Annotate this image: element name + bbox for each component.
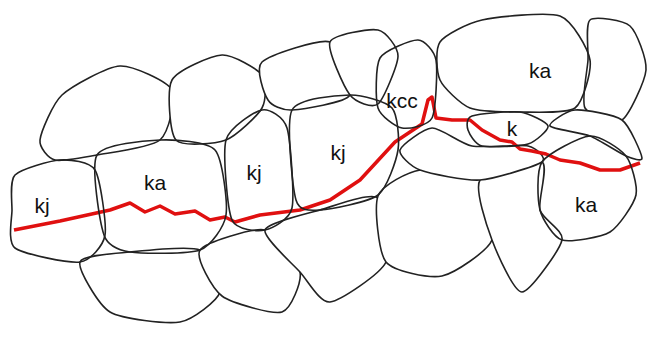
grain-outline xyxy=(538,136,636,241)
grain-label: ka xyxy=(144,172,166,193)
grain: kj xyxy=(12,160,105,262)
grain-label: kj xyxy=(246,162,261,183)
grain-label: kj xyxy=(34,195,49,216)
grain-outline xyxy=(479,161,563,292)
grain-label: kj xyxy=(330,142,345,163)
grain-label: kcc xyxy=(386,90,418,111)
grain-shape xyxy=(378,40,436,128)
grain-outline xyxy=(584,18,646,121)
grain-outline xyxy=(437,14,590,112)
grain: kj xyxy=(226,110,292,230)
grain: kcc xyxy=(378,40,436,128)
grain-label: k xyxy=(507,118,518,139)
grain-outline xyxy=(376,40,436,128)
grain-shape xyxy=(540,136,636,240)
grain-outline xyxy=(289,95,398,210)
grain-shape xyxy=(12,160,105,262)
grain-outline xyxy=(40,66,173,160)
grain-label: ka xyxy=(575,194,597,215)
grain-outline xyxy=(550,110,642,160)
grain-outline xyxy=(169,55,265,144)
grain-label: ka xyxy=(529,60,551,81)
grain-shape xyxy=(440,16,590,112)
grain: k xyxy=(468,112,548,146)
grain: ka xyxy=(440,16,590,112)
grain-outline xyxy=(10,160,105,262)
grain-outline xyxy=(225,110,293,231)
grain-shape xyxy=(97,140,226,252)
grain: ka xyxy=(97,140,226,252)
grain-outline xyxy=(377,170,494,277)
grain: ka xyxy=(540,136,636,240)
grain: kj xyxy=(292,95,398,210)
grain-outline xyxy=(467,112,548,147)
grain-outline xyxy=(95,140,227,253)
